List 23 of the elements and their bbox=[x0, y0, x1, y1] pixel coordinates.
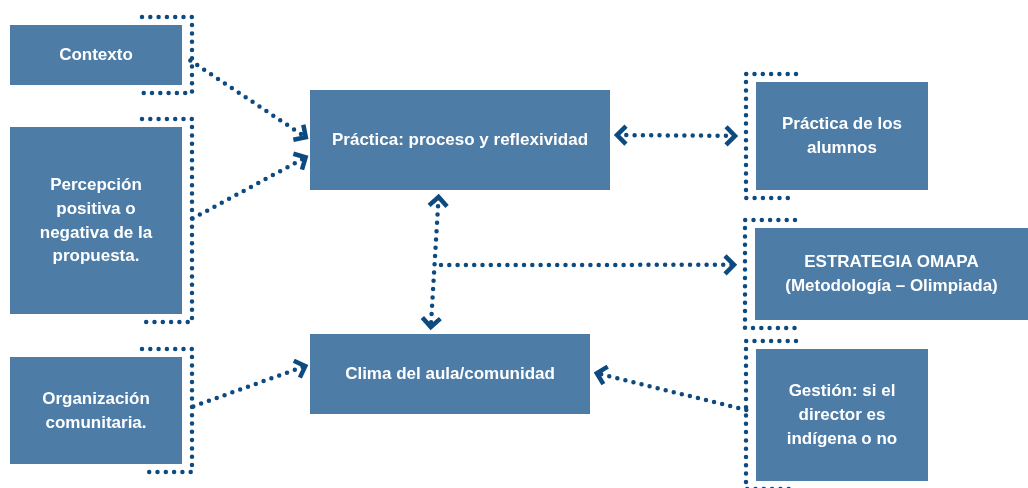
box-label: Percepción positiva o negativa de la propuesta. bbox=[38, 173, 154, 268]
box-label: Clima del aula/comunidad bbox=[345, 363, 555, 386]
dotted-arrow bbox=[438, 253, 737, 277]
process-box bbox=[310, 334, 590, 414]
dotted-arrow bbox=[191, 358, 308, 409]
process-box bbox=[755, 228, 1028, 320]
dotted-arrow bbox=[420, 194, 450, 330]
process-box bbox=[756, 349, 928, 481]
process-box bbox=[310, 90, 610, 190]
dotted-arrow bbox=[188, 58, 309, 142]
dotted-arrow bbox=[614, 123, 738, 148]
box-label: Contexto bbox=[59, 44, 133, 67]
box-label: Organización comunitaria. bbox=[41, 387, 151, 434]
process-box bbox=[10, 25, 182, 85]
box-label: Gestión: si el director es indígena o no bbox=[785, 380, 899, 450]
box-label: Práctica: proceso y reflexividad bbox=[331, 129, 589, 152]
process-box bbox=[756, 82, 928, 190]
box-label: Práctica de los alumnos bbox=[781, 113, 903, 159]
process-box bbox=[10, 357, 182, 464]
box-label: ESTRATEGIA OMAPA (Metodología – Olimpiada) bbox=[784, 251, 999, 297]
dotted-arrow bbox=[594, 364, 749, 413]
process-box bbox=[10, 127, 182, 314]
dotted-arrow bbox=[190, 151, 308, 221]
